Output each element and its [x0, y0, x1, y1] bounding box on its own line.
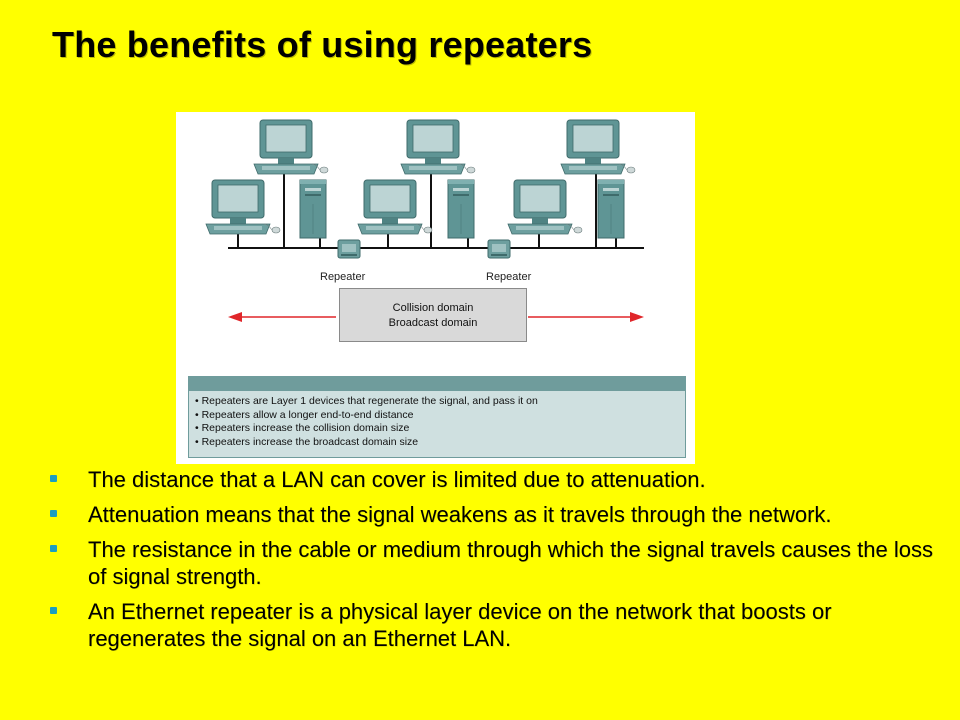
pc-icon	[205, 179, 281, 235]
domain-box: Collision domain Broadcast domain	[339, 288, 527, 342]
bullet-text: The resistance in the cable or medium th…	[88, 537, 933, 589]
note-item: Repeaters increase the collision domain …	[195, 422, 679, 436]
bullet-square-icon	[50, 607, 57, 614]
bullet-text: Attenuation means that the signal weaken…	[88, 502, 832, 527]
bullet-square-icon	[50, 510, 57, 517]
double-arrow-icon	[228, 312, 644, 322]
server-icon	[597, 179, 625, 239]
bullet-item: The resistance in the cable or medium th…	[50, 536, 940, 590]
pc-icon	[560, 119, 636, 175]
bullet-item: Attenuation means that the signal weaken…	[50, 501, 940, 528]
notes-panel: Repeaters are Layer 1 devices that regen…	[188, 376, 686, 458]
pc-icon	[507, 179, 583, 235]
bullet-list: The distance that a LAN can cover is lim…	[50, 466, 940, 660]
bullet-square-icon	[50, 545, 57, 552]
collision-domain-label: Collision domain	[392, 301, 474, 314]
note-item: Repeaters are Layer 1 devices that regen…	[195, 395, 679, 409]
pc-icon	[400, 119, 476, 175]
repeater-label: Repeater	[320, 271, 366, 283]
pc-icon	[253, 119, 329, 175]
slide-title: The benefits of using repeaters	[52, 24, 593, 65]
repeater-icon	[487, 239, 511, 259]
bullet-item: An Ethernet repeater is a physical layer…	[50, 598, 940, 652]
note-item: Repeaters allow a longer end-to-end dist…	[195, 409, 679, 423]
repeater-network-diagram: Repeater Repeater Collision domain Broad…	[176, 112, 695, 464]
bullet-text: The distance that a LAN can cover is lim…	[88, 467, 706, 492]
notes-panel-tab	[188, 376, 686, 390]
pc-icon	[357, 179, 433, 235]
server-icon	[299, 179, 327, 239]
note-item: Repeaters increase the broadcast domain …	[195, 436, 679, 450]
broadcast-domain-label: Broadcast domain	[388, 316, 478, 329]
repeater-label: Repeater	[486, 271, 532, 283]
repeater-icon	[337, 239, 361, 259]
bullet-item: The distance that a LAN can cover is lim…	[50, 466, 940, 493]
server-icon	[447, 179, 475, 239]
notes-panel-body: Repeaters are Layer 1 devices that regen…	[188, 390, 686, 458]
bullet-text: An Ethernet repeater is a physical layer…	[88, 599, 832, 651]
network-topology	[205, 119, 644, 322]
bullet-square-icon	[50, 475, 57, 482]
